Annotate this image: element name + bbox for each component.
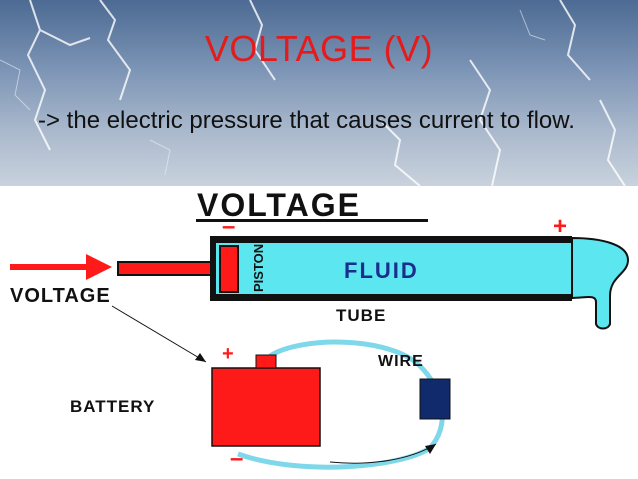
battery-plus: + xyxy=(222,343,234,365)
slide-subtitle: -> the electric pressure that causes cur… xyxy=(38,107,575,134)
tube-label: TUBE xyxy=(336,306,386,325)
piston xyxy=(219,245,239,293)
battery-minus: – xyxy=(230,445,243,472)
pointer-arrow-icon xyxy=(111,305,207,363)
current-arrow-icon xyxy=(329,443,437,464)
heading-underline xyxy=(196,219,428,222)
voltage-diagram: VOLTAGE – + PISTON FLUID TUBE VOLTAGE xyxy=(0,186,638,479)
diagram-heading: VOLTAGE xyxy=(197,187,361,223)
wire-resistor xyxy=(419,378,451,420)
plus-sign-top: + xyxy=(553,213,567,240)
piston-label: PISTON xyxy=(251,244,266,292)
battery xyxy=(211,367,321,447)
wire-label: WIRE xyxy=(378,353,424,370)
battery-label: BATTERY xyxy=(70,397,155,416)
slide-title: VOLTAGE (V) xyxy=(204,28,434,69)
voltage-label: VOLTAGE xyxy=(10,285,111,307)
minus-sign-top: – xyxy=(222,213,235,240)
lightning-background xyxy=(0,0,638,186)
piston-rod xyxy=(117,261,219,276)
tube xyxy=(210,236,630,330)
battery-terminal xyxy=(255,354,277,369)
red-arrow-icon xyxy=(10,254,112,280)
piston-label-box xyxy=(240,244,266,294)
fluid-label: FLUID xyxy=(344,258,419,283)
